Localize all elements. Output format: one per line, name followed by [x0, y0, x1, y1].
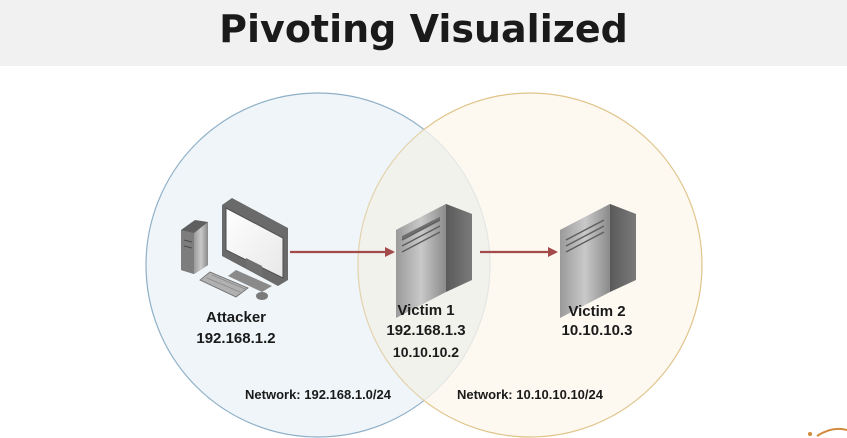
title-bar [0, 0, 847, 66]
network-label-left: Network: 192.168.1.0/24 [245, 387, 391, 402]
victim1-ip-secondary: 10.10.10.2 [392, 344, 460, 360]
server-tower-icon [396, 204, 472, 318]
corner-logo-icon [808, 427, 847, 437]
victim1-ip-primary: 192.168.1.3 [386, 322, 466, 339]
server-tower-icon [560, 204, 636, 318]
victim1-name: Victim 1 [397, 302, 455, 319]
desktop-computer-icon [181, 198, 288, 300]
network-label-right: Network: 10.10.10.10/24 [457, 387, 603, 402]
attacker-name: Attacker [205, 309, 267, 326]
network-circle-right [357, 92, 703, 438]
page-title: Pivoting Visualized [219, 7, 628, 51]
victim2-name: Victim 2 [568, 303, 626, 320]
victim2-ip: 10.10.10.3 [561, 322, 633, 339]
attacker-ip: 192.168.1.2 [196, 330, 276, 347]
